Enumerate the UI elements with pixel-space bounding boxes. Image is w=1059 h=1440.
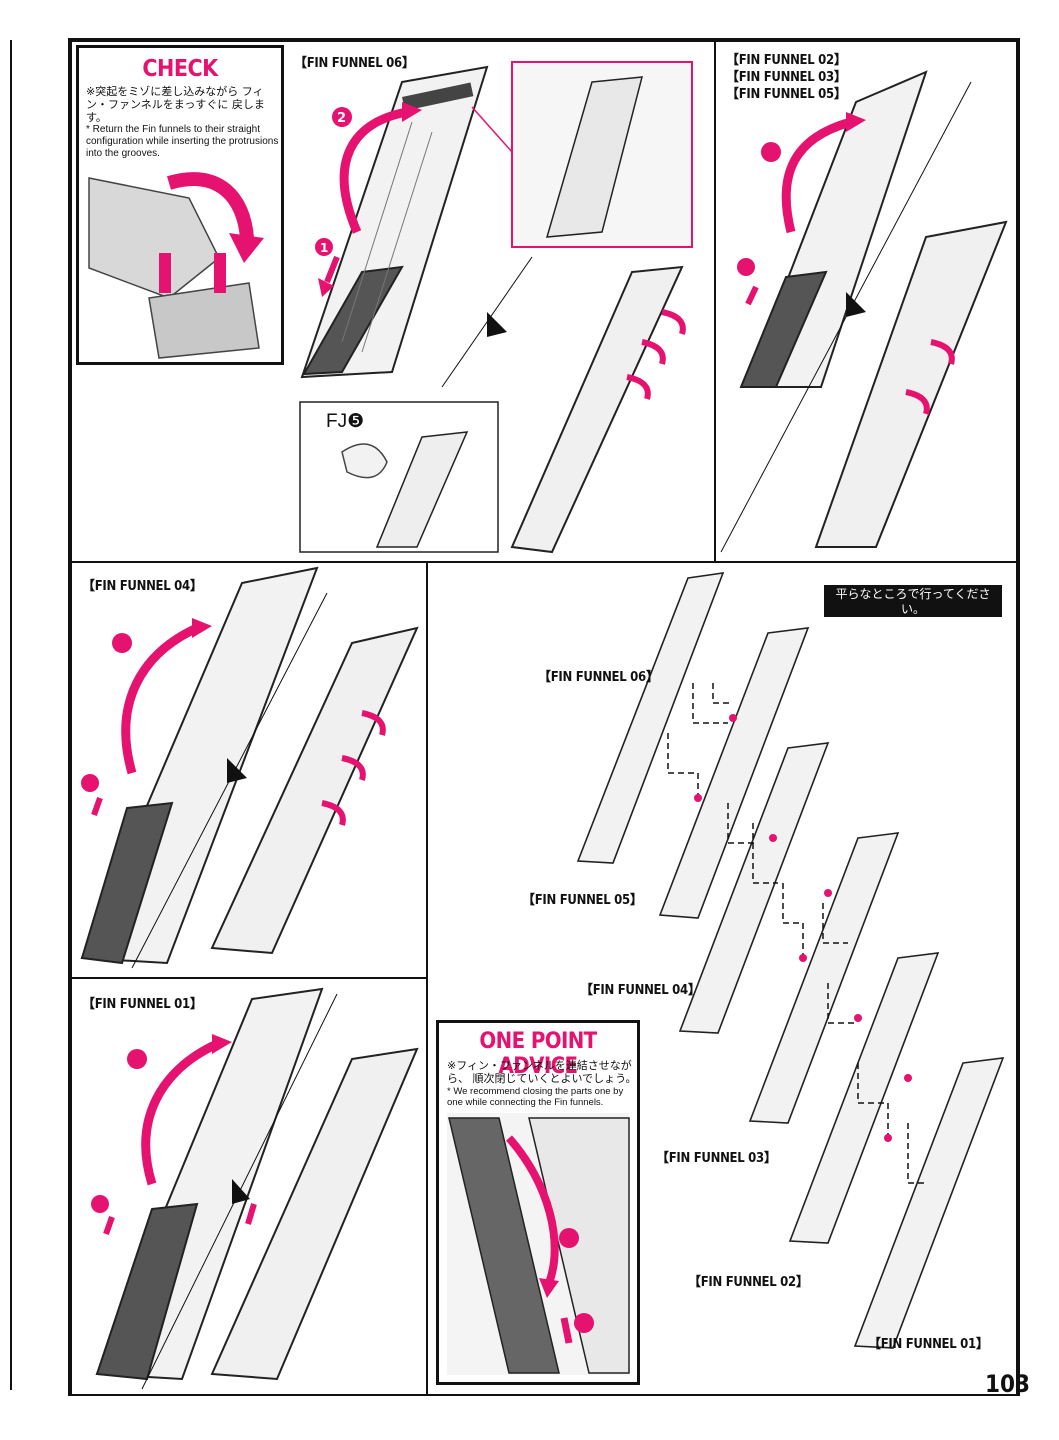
flat-surface-note-jp: 平らなところで行ってください。 (835, 587, 991, 616)
facing-page-edge (10, 40, 12, 1390)
assembly-illustration (576, 572, 1005, 1349)
flat-surface-note: 平らなところで行ってください。 Perform this step on a f… (824, 585, 1002, 629)
page-number: 103 (985, 1370, 1031, 1398)
assembly-label-fin-funnel-05: 【FIN FUNNEL 05】 (522, 893, 643, 908)
label-fin-funnel-01: 【FIN FUNNEL 01】 (82, 997, 203, 1012)
step-1-marker (91, 1195, 109, 1213)
part-callout-fj5: FJ❺ (326, 411, 365, 432)
advice-text-jp: ※フィン・ファンネルを連結させながら、 順次閉じていくとよいでしょう。 (447, 1059, 637, 1085)
step-2-marker (332, 107, 352, 127)
next-step-arrow (846, 292, 866, 317)
advice-text-en: * We recommend closing the parts one by … (447, 1086, 624, 1108)
step-1-marker (737, 258, 755, 276)
panel-fin-funnel-01: 【FIN FUNNEL 01】 (70, 977, 428, 1396)
check-box: CHECK ※突起をミゾに差し込みながら フィン・ファンネルをまっすぐに 戻しま… (76, 45, 284, 365)
label-group-02-03-05: 【FIN FUNNEL 02】 【FIN FUNNEL 03】 【FIN FUN… (726, 52, 847, 103)
step-1-marker (559, 1228, 579, 1248)
advice-title: ONE POINT ADVICE (479, 1029, 597, 1079)
next-step-arrow (487, 312, 507, 337)
step-2-marker (112, 633, 132, 653)
panel-fin-funnel-04: 【FIN FUNNEL 04】 (70, 561, 428, 979)
flat-surface-note-en: Perform this step on a flat surface. (836, 618, 990, 629)
step-2-marker (761, 142, 781, 162)
label-fin-funnel-06: 【FIN FUNNEL 06】 (294, 56, 415, 71)
step-2-marker (127, 1049, 147, 1069)
label-fin-funnel-04: 【FIN FUNNEL 04】 (82, 579, 203, 594)
advice-illustration (447, 1113, 630, 1375)
label-fin-funnel-02: 【FIN FUNNEL 02】 (726, 53, 847, 68)
svg-text:2: 2 (337, 111, 346, 126)
assembly-label-fin-funnel-02: 【FIN FUNNEL 02】 (688, 1275, 809, 1290)
label-fin-funnel-05: 【FIN FUNNEL 05】 (726, 87, 847, 102)
check-text-jp: ※突起をミゾに差し込みながら フィン・ファンネルをまっすぐに 戻します。 (86, 85, 265, 124)
check-text-en: * Return the Fin funnels to their straig… (86, 124, 279, 159)
assembly-label-fin-funnel-03: 【FIN FUNNEL 03】 (656, 1151, 777, 1166)
check-illustration (88, 172, 264, 359)
step-1-marker (315, 238, 333, 256)
assembly-label-fin-funnel-06: 【FIN FUNNEL 06】 (538, 670, 659, 685)
svg-text:1: 1 (320, 241, 328, 255)
fin-funnel-04-illustration (80, 566, 419, 969)
funnel-part-open (300, 65, 489, 379)
fin-funnel-06-illustration: 2 1 (299, 61, 693, 554)
check-title: CHECK (142, 56, 218, 82)
assembly-label-fin-funnel-01: 【FIN FUNNEL 01】 (868, 1337, 989, 1352)
fin-funnel-01-illustration (91, 987, 419, 1390)
assembly-label-fin-funnel-04: 【FIN FUNNEL 04】 (580, 983, 701, 998)
step-1-marker (81, 774, 99, 792)
step-2-marker (574, 1313, 594, 1333)
fin-funnel-02-03-05-illustration (720, 70, 1008, 553)
panel-fin-funnel-02-03-05: 【FIN FUNNEL 02】 【FIN FUNNEL 03】 【FIN FUN… (714, 40, 1018, 563)
label-fin-funnel-03: 【FIN FUNNEL 03】 (726, 70, 847, 85)
one-point-advice-box: ONE POINT ADVICE ※フィン・ファンネルを連結させながら、 順次閉… (436, 1020, 640, 1385)
panel-assembly: 【FIN FUNNEL 06】 【FIN FUNNEL 05】 【FIN FUN… (426, 561, 1018, 1396)
